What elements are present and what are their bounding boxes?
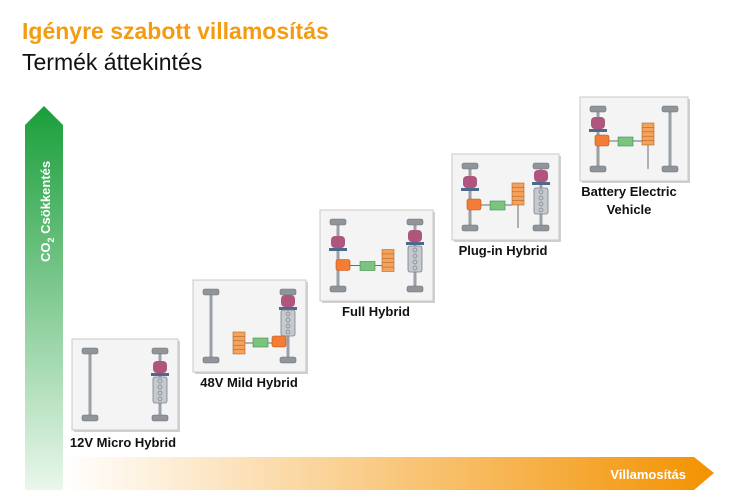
battery-icon <box>511 182 525 206</box>
product-label-micro-hybrid: 12V Micro Hybrid <box>70 435 176 450</box>
product-label-bev-line2: Vehicle <box>607 202 652 217</box>
motor-icon <box>271 335 287 348</box>
electrification-label: Villamosítás <box>610 467 686 482</box>
engine-icon <box>280 309 296 337</box>
gearbox-icon <box>153 361 167 373</box>
engine-icon <box>533 187 549 215</box>
inverter-icon <box>252 337 269 348</box>
co2-reduction-arrow <box>25 106 63 490</box>
inverter-icon <box>359 261 376 271</box>
gearbox-icon <box>591 117 605 129</box>
motor-icon <box>335 259 351 271</box>
inverter-icon <box>617 136 634 147</box>
page-subtitle: Termék áttekintés <box>22 49 203 75</box>
gearbox-icon <box>408 230 422 242</box>
battery-icon <box>381 249 395 272</box>
page-title: Igényre szabott villamosítás <box>22 18 329 44</box>
inverter-icon <box>489 200 506 211</box>
engine-icon <box>152 376 168 404</box>
motor-icon <box>466 198 482 211</box>
gearbox-icon <box>534 170 548 182</box>
product-label-mild-hybrid: 48V Mild Hybrid <box>200 375 298 390</box>
gearbox-icon <box>281 295 295 307</box>
gearbox-icon <box>331 236 345 248</box>
product-label-full-hybrid: Full Hybrid <box>342 304 410 319</box>
battery-icon <box>641 122 655 146</box>
co2-reduction-label: CO2 Csökkentés <box>38 161 56 262</box>
product-card-plug-in-hybrid <box>451 153 561 242</box>
electrification-arrow <box>64 457 714 490</box>
product-card-micro-hybrid <box>71 338 180 432</box>
product-label-bev-line1: Battery Electric <box>581 184 676 199</box>
engine-icon <box>407 245 423 273</box>
product-card-battery-electric <box>579 96 690 183</box>
battery-icon <box>232 331 246 355</box>
motor-icon <box>594 134 610 147</box>
product-card-mild-hybrid <box>192 279 308 374</box>
gearbox-icon <box>463 176 477 188</box>
product-card-full-hybrid <box>319 209 435 303</box>
product-label-plug-in-hybrid: Plug-in Hybrid <box>459 243 548 258</box>
